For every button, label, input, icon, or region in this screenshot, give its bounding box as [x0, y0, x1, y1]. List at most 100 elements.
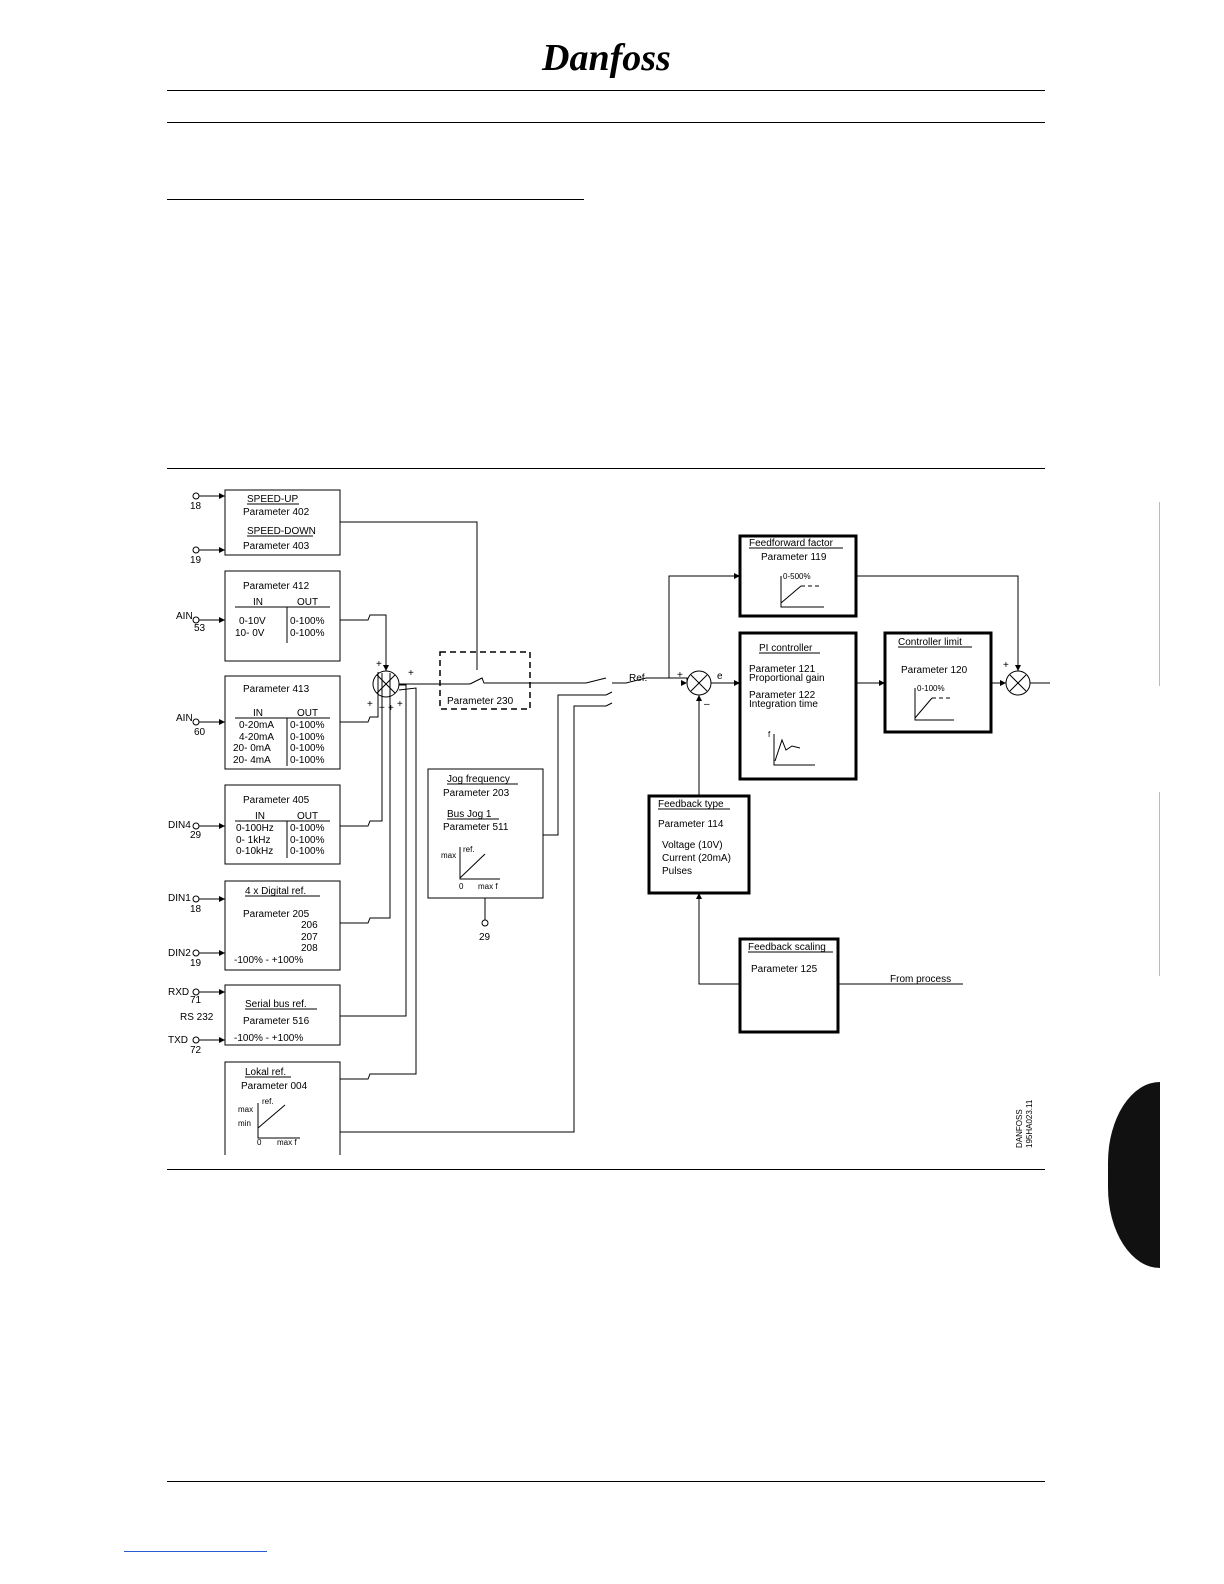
- jog-param: Parameter 203: [443, 788, 510, 799]
- digital-ref-208: 208: [301, 943, 318, 954]
- feedback-scaling-param: Parameter 125: [751, 964, 818, 975]
- box413-r4-out: 0-100%: [290, 755, 325, 766]
- lokal-ref-title: Lokal ref.: [245, 1067, 286, 1078]
- feedback-type-title: Feedback type: [658, 799, 724, 810]
- digital-ref-206: 206: [301, 920, 318, 931]
- box405-param: Parameter 405: [243, 795, 310, 806]
- bus-jog-param: Parameter 511: [443, 822, 509, 833]
- serial-ref-title: Serial bus ref.: [245, 999, 307, 1010]
- terminal-din1-label: DIN1: [168, 893, 191, 904]
- limit-range: 0-100%: [917, 684, 945, 693]
- figure-code-1: DANFOSS: [1015, 1109, 1024, 1148]
- box405-r2-out: 0-100%: [290, 835, 325, 846]
- danfoss-logo: Danfoss: [541, 37, 671, 79]
- switch-param: Parameter 230: [447, 696, 514, 707]
- terminal-71: 71: [190, 995, 202, 1006]
- pi-desc2: Integration time: [749, 699, 818, 710]
- box405-out-header: OUT: [297, 811, 318, 822]
- feedforward-range: 0-500%: [783, 572, 811, 581]
- box405-r1-in: 0-100Hz: [236, 823, 274, 834]
- box413-r3-out: 0-100%: [290, 743, 325, 754]
- terminal-jog-29: 29: [479, 932, 491, 943]
- feedback-type-param: Parameter 114: [658, 819, 724, 830]
- reference-handling-block-diagram: 18 19 AIN 53 AIN 60 DIN4 29 DIN1 18 DIN2…: [168, 489, 1050, 1155]
- footer-rule: [167, 1481, 1045, 1482]
- terminal-din1-18: 18: [190, 904, 202, 915]
- box413-out-header: OUT: [297, 708, 318, 719]
- ref-label: Ref.: [629, 673, 647, 684]
- terminal-60: 60: [194, 727, 206, 738]
- terminal-din4-label: DIN4: [168, 820, 191, 831]
- pi-controller-box: [738, 631, 858, 781]
- terminal-txd: TXD: [168, 1035, 188, 1046]
- signal-wires: [198, 495, 1050, 1133]
- box413-r2-in: 4-20mA: [239, 732, 274, 743]
- error-minus: –: [704, 699, 710, 710]
- speed-up-title: SPEED-UP: [247, 494, 298, 505]
- box412-param: Parameter 412: [243, 581, 310, 592]
- box413-r2-out: 0-100%: [290, 732, 325, 743]
- feedforward-title: Feedforward factor: [749, 538, 834, 549]
- lokal-ref-zero: 0: [257, 1138, 262, 1147]
- digital-ref-box: [224, 880, 341, 971]
- pi-title: PI controller: [759, 643, 813, 654]
- box413-param: Parameter 413: [243, 684, 310, 695]
- sum-plus-1: +: [367, 699, 373, 710]
- box412-out-header: OUT: [297, 597, 318, 608]
- limit-param: Parameter 120: [901, 665, 968, 676]
- jog-maxf: max f: [478, 882, 498, 891]
- feedback-type-opt1: Voltage (10V): [662, 840, 723, 851]
- sum-plus-top: +: [376, 659, 382, 670]
- jog-ref: ref.: [463, 845, 475, 854]
- sum-plus-4: +: [397, 699, 403, 710]
- header-rule-2: [167, 122, 1045, 123]
- figure-bottom-rule: [167, 1169, 1045, 1170]
- param-412-box: [224, 570, 341, 662]
- box412-r1-out: 0-100%: [290, 616, 325, 627]
- box405-r2-in: 0- 1kHz: [236, 835, 270, 846]
- digital-ref-param: Parameter 205: [243, 909, 310, 920]
- box413-r1-out: 0-100%: [290, 720, 325, 731]
- lokal-ref-min: min: [238, 1119, 251, 1128]
- terminal-18: 18: [190, 501, 202, 512]
- lokal-ref-box: [224, 1061, 341, 1155]
- box405-r3-out: 0-100%: [290, 846, 325, 857]
- serial-ref-param: Parameter 516: [243, 1016, 310, 1027]
- jog-title: Jog frequency: [447, 774, 510, 785]
- box413-r3-in: 20- 0mA: [233, 743, 271, 754]
- terminal-din2-19: 19: [190, 958, 202, 969]
- logo-text: Danfoss: [541, 37, 671, 79]
- terminal-ain60-label: AIN: [176, 713, 193, 724]
- param-230-dashed-box: [439, 651, 531, 710]
- jog-zero: 0: [459, 882, 464, 891]
- param-405-box: [224, 784, 341, 865]
- terminal-19: 19: [190, 555, 202, 566]
- terminal-29: 29: [190, 830, 202, 841]
- figure-top-rule: [167, 468, 1045, 469]
- footer-link-underline: [124, 1551, 267, 1552]
- lokal-ref-maxf: max f: [277, 1138, 297, 1147]
- terminal-ain-label: AIN: [176, 611, 193, 622]
- terminal-din2-label: DIN2: [168, 948, 191, 959]
- sum-plus-5: +: [408, 668, 414, 679]
- chapter-thumb-tab: [1108, 1082, 1160, 1268]
- serial-ref-box: [224, 984, 341, 1046]
- error-label: e: [717, 671, 723, 682]
- digital-ref-range: -100% - +100%: [234, 955, 303, 966]
- terminal-rxd: RXD: [168, 987, 189, 998]
- margin-line-1: [1159, 502, 1160, 686]
- feedforward-param: Parameter 119: [761, 552, 827, 563]
- limit-title: Controller limit: [898, 637, 962, 648]
- lokal-ref-max: max: [238, 1105, 253, 1114]
- speed-down-title: SPEED-DOWN: [247, 526, 316, 537]
- feedback-type-opt2: Current (20mA): [662, 853, 731, 864]
- box412-r2-out: 0-100%: [290, 628, 325, 639]
- box405-r3-in: 0-10kHz: [236, 846, 273, 857]
- serial-ref-range: -100% - +100%: [234, 1033, 303, 1044]
- feedback-scaling-box: [738, 937, 840, 1034]
- terminal-53: 53: [194, 623, 206, 634]
- pi-param2: Parameter 122: [749, 690, 816, 701]
- sum-plus-2: +: [379, 703, 385, 714]
- pi-param1: Parameter 121: [749, 664, 816, 675]
- feedback-type-opt3: Pulses: [662, 866, 692, 877]
